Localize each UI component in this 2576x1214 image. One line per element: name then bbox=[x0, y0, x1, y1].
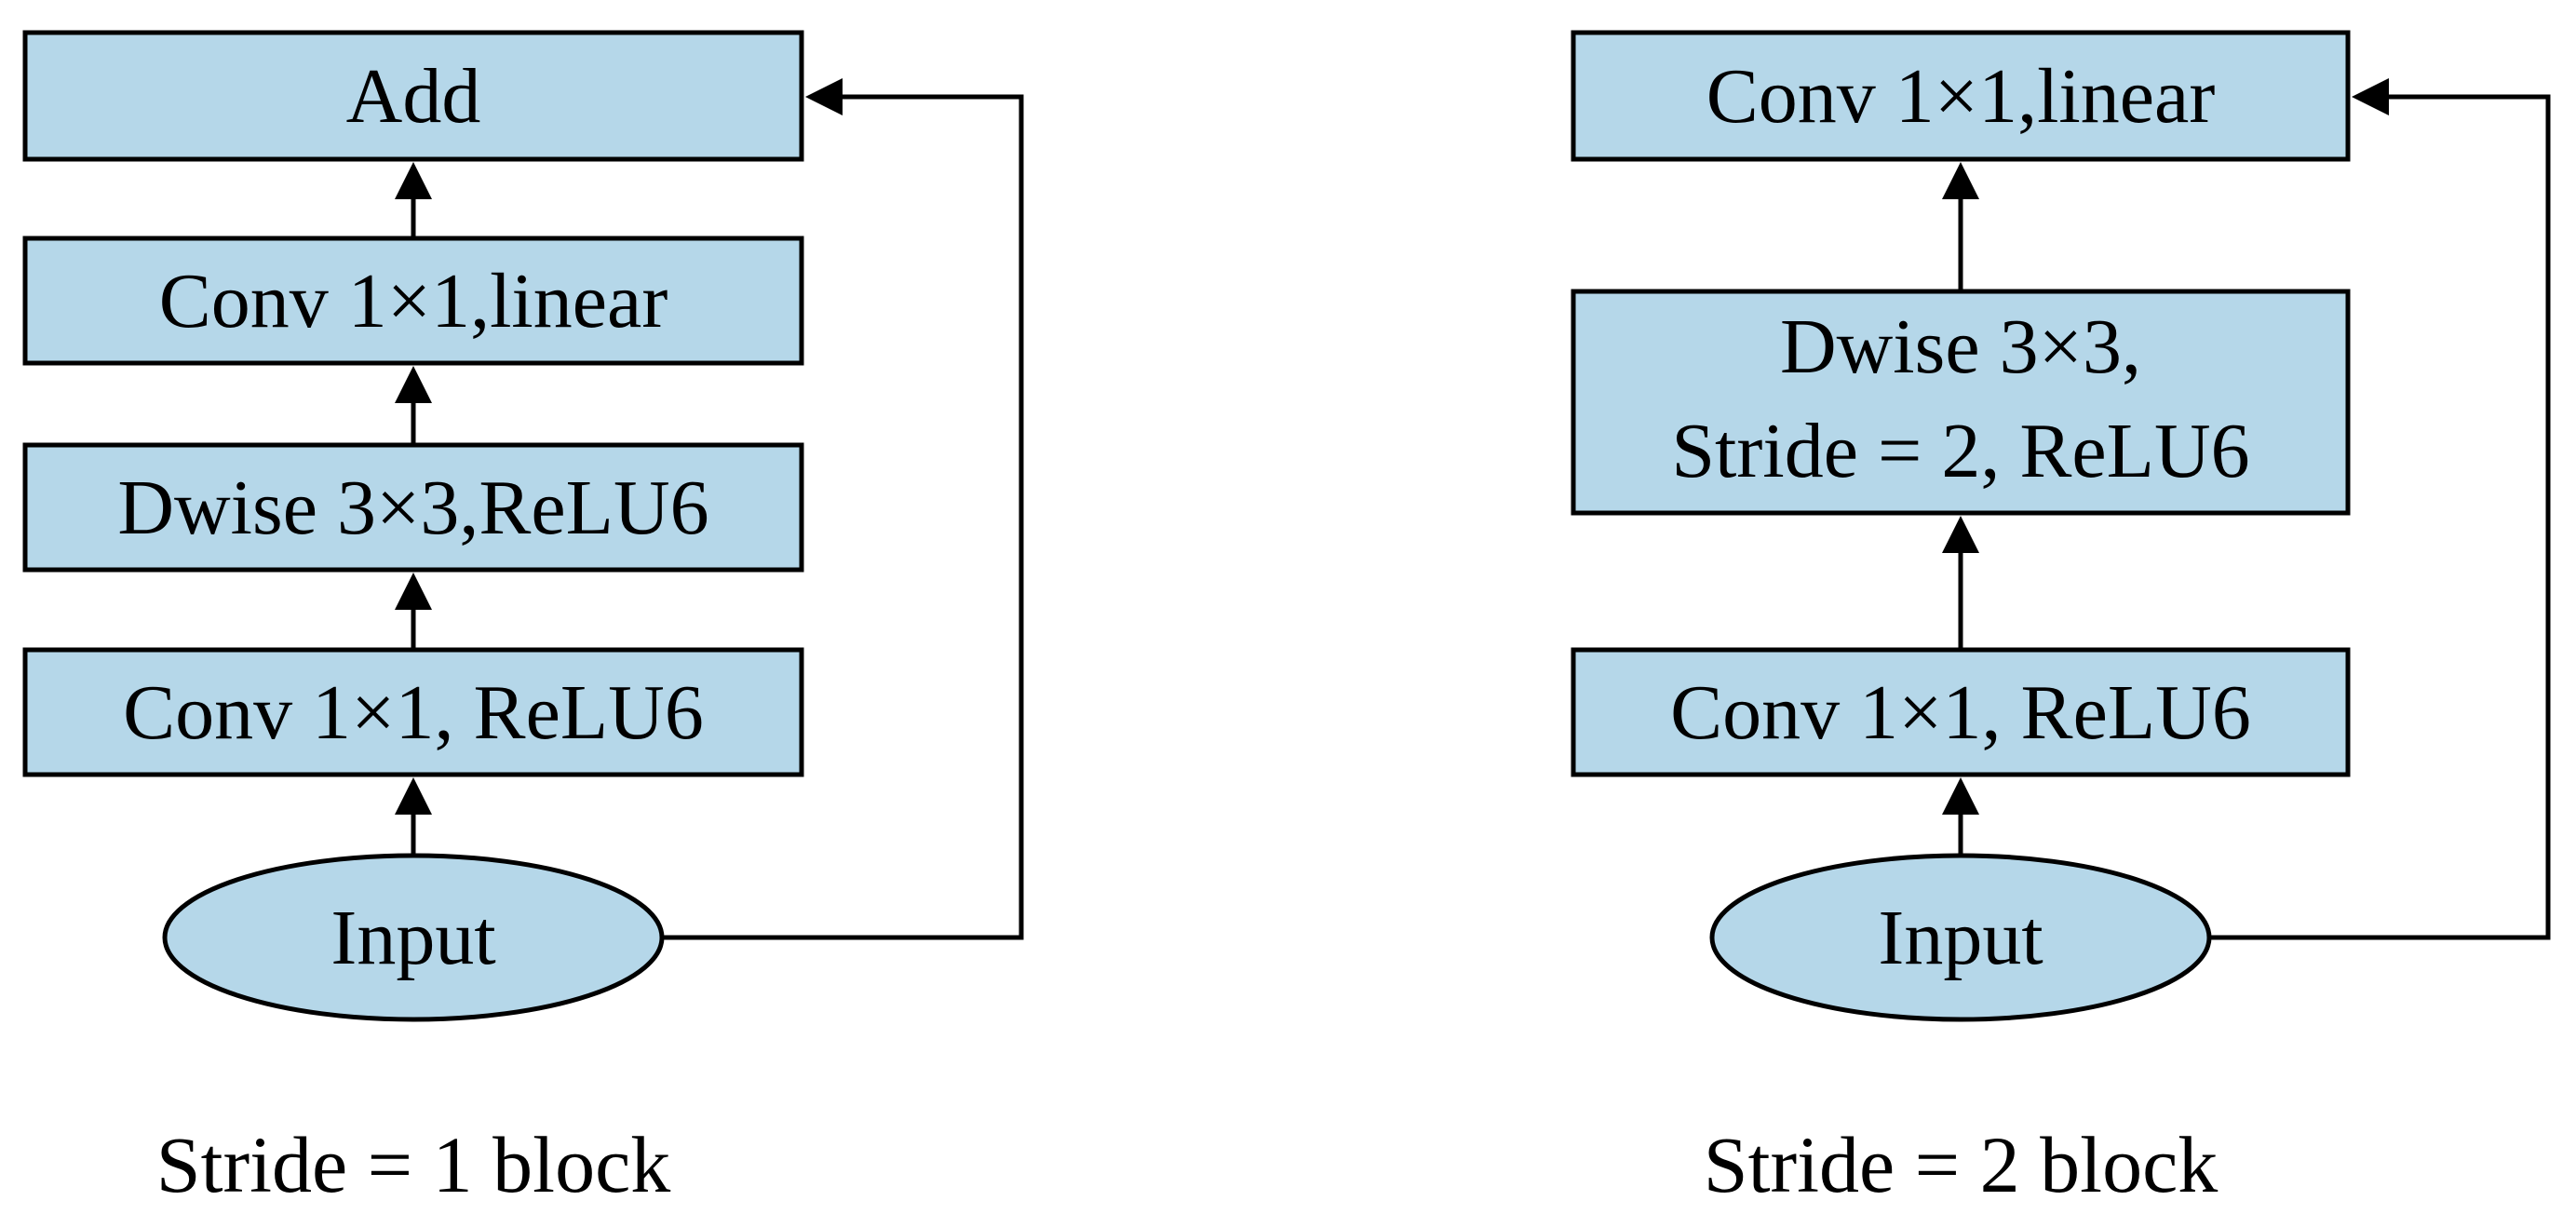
add-node-label: Add bbox=[346, 53, 481, 140]
conv-linear-node-label: Conv 1×1,linear bbox=[1706, 53, 2216, 140]
conv-relu-node bbox=[22, 647, 804, 777]
conv-linear-node bbox=[22, 236, 804, 366]
conv-linear-node bbox=[1571, 30, 2351, 162]
conv-linear-node-label: Conv 1×1,linear bbox=[159, 258, 668, 344]
conv-relu-node-label: Conv 1×1, ReLU6 bbox=[123, 669, 704, 756]
input-node-label: Input bbox=[330, 895, 495, 981]
input-node-label: Input bbox=[1878, 895, 2043, 981]
stride-1-caption: Stride = 1 block bbox=[156, 1120, 671, 1209]
skip-connection-edge bbox=[662, 78, 1024, 940]
stride-1-block: Add Conv 1×1,linear Dwise 3×3,ReLU6 Conv… bbox=[22, 30, 1024, 1209]
skip-connection-edge bbox=[2209, 78, 2551, 940]
conv-relu-node-label: Conv 1×1, ReLU6 bbox=[1670, 669, 2251, 756]
stride-2-caption: Stride = 2 block bbox=[1704, 1120, 2219, 1209]
dwise-node-label: Dwise 3×3,ReLU6 bbox=[117, 465, 708, 551]
dwise-stride-node-label-line1: Dwise 3×3, bbox=[1780, 304, 2141, 390]
stride-2-block: Conv 1×1,linear Dwise 3×3, Stride = 2, R… bbox=[1571, 30, 2551, 1209]
add-node bbox=[22, 30, 804, 162]
dwise-stride-node-label-line2: Stride = 2, ReLU6 bbox=[1671, 408, 2249, 494]
